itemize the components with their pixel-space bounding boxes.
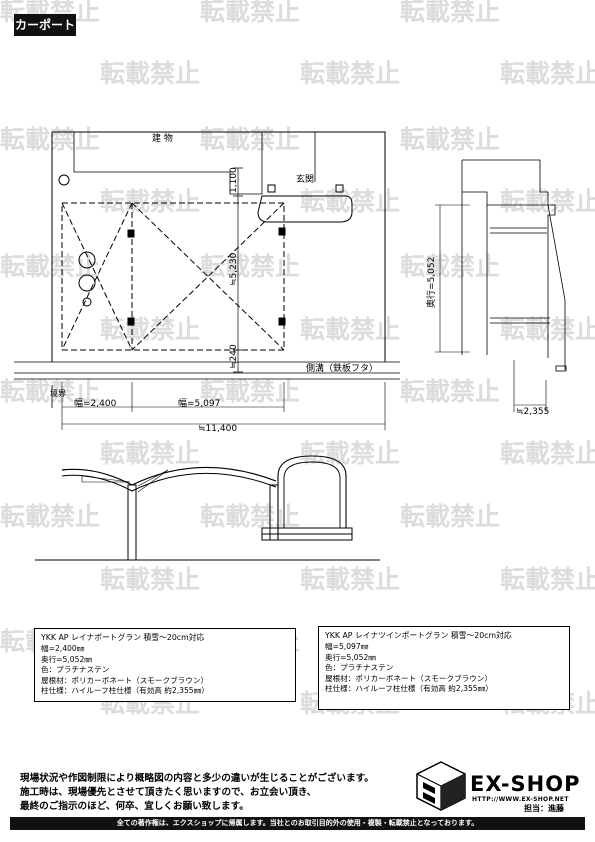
spec-right-line-1: 幅=5,097㎜ — [325, 642, 369, 652]
building-label: 建 物 — [152, 132, 173, 144]
roof-left — [61, 466, 277, 486]
note-line-0: 現場状況や作図制限により概略図の内容と多少の違いが生じることがございます。 — [20, 773, 374, 784]
gate-arch — [277, 455, 347, 540]
post-4 — [278, 317, 286, 326]
total-width: ≒11,400 — [198, 424, 237, 434]
entrance-post-left — [267, 184, 276, 193]
carport-footprint — [61, 202, 285, 351]
boundary-label: 境界 — [50, 388, 66, 398]
post-front-b — [269, 484, 279, 541]
side-height: ≒2,355 — [516, 407, 549, 417]
spec-right-line-3: 色：プラチナステン — [325, 663, 394, 673]
person-in-charge: 担当：進藤 — [524, 804, 564, 813]
dim-depth: ≒5,230 — [229, 252, 239, 286]
post-front-a — [127, 484, 137, 561]
spec-box-right: YKK AP レイナツインポートグラン 積雪～20cm対応 幅=5,097㎜ 奥… — [318, 626, 570, 710]
brand-name: EX-SHOP — [470, 772, 581, 796]
dim-bottom: ≒240 — [229, 344, 239, 369]
spec-left-line-1: 幅=2,400㎜ — [41, 644, 85, 654]
spec-left-line-5: 柱仕様：ハイルーフ柱仕様（有効高 約2,355㎜） — [41, 686, 209, 696]
building-inner — [73, 132, 263, 195]
cube-logo-icon — [416, 761, 466, 811]
spec-box-left: YKK AP レイナポートグラン 積雪～20cm対応 幅=2,400㎜ 奥行=5… — [34, 628, 296, 702]
spec-left-line-2: 奥行=5,052㎜ — [41, 654, 92, 664]
entrance-post-right — [335, 184, 344, 193]
side-depth: 奥行=5,052 — [425, 257, 437, 308]
width-a: 幅=2,400 — [74, 397, 117, 409]
copyright-footer: 全ての著作権は、エクスショップに帰属します。当社とのお取引目的外の使用・複製・転… — [10, 817, 585, 830]
page-title: カーポート — [14, 14, 76, 36]
spec-left-line-0: YKK AP レイナポートグラン 積雪～20cm対応 — [41, 633, 205, 642]
building-outline — [51, 131, 386, 362]
fixture-circle-b — [78, 274, 96, 292]
post-2 — [127, 317, 135, 326]
fixture-circle-a — [78, 251, 96, 269]
note-line-2: 最終のご指示のほど、何卒、宜しくお願い致します。 — [20, 801, 249, 812]
note-line-1: 施工時は、現場優先とさせて頂きたく思いますので、お立会い頂き、 — [20, 787, 317, 798]
entrance-label: 玄関 — [296, 173, 314, 185]
spec-right-line-5: 柱仕様：ハイルーフ柱仕様（有効高 約2,355㎜） — [325, 684, 493, 694]
spec-right-line-4: 屋根材：ポリカーボネート（スモークブラウン） — [325, 673, 493, 683]
spec-left-line-3: 色：プラチナステン — [41, 665, 110, 675]
width-b: 幅=5,097 — [178, 397, 220, 409]
gutter-label: 側溝（鉄板フタ） — [306, 362, 378, 374]
carport-drawing: 建 物 玄関 1,100 ≒5,230 ≒240 側溝（鉄板フタ） 境界 幅=2… — [14, 131, 567, 561]
meter-circle — [58, 174, 70, 186]
post-1 — [127, 229, 135, 238]
post-3 — [278, 227, 286, 236]
spec-left-line-4: 屋根材：ポリカーボネート（スモークブラウン） — [41, 675, 209, 685]
side-building — [461, 159, 556, 358]
spec-right-line-0: YKK AP レイナツインポートグラン 積雪～20cm対応 — [325, 631, 512, 640]
notes-block: 現場状況や作図制限により概略図の内容と多少の違いが生じることがございます。 施工… — [20, 772, 374, 814]
brand-url: HTTP://WWW.EX-SHOP.NET — [472, 796, 569, 803]
dim-top: 1,100 — [229, 167, 239, 193]
gutter-line — [14, 361, 400, 380]
fixture-circle-c — [82, 297, 92, 307]
entrance-step — [257, 195, 353, 223]
spec-right-line-2: 奥行=5,052㎜ — [325, 652, 376, 662]
